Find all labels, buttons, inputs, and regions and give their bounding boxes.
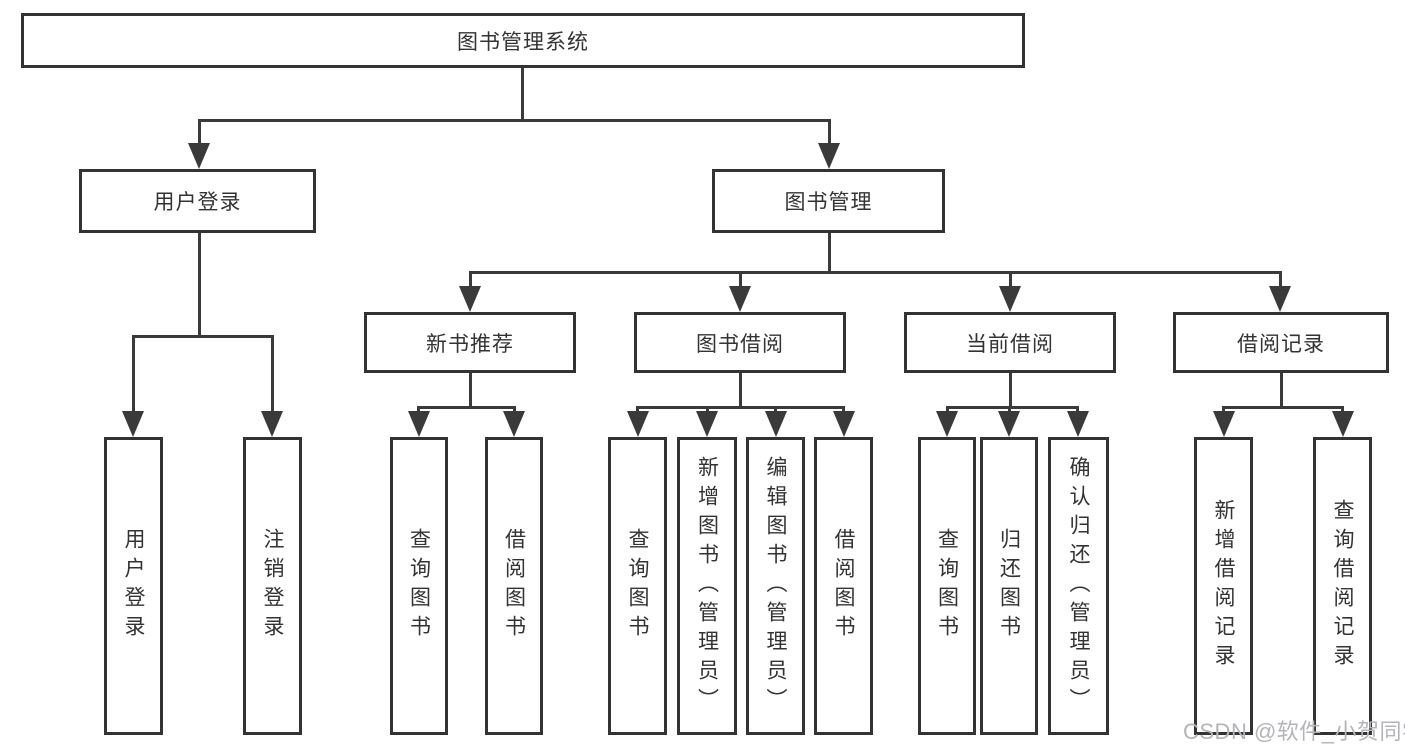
- arrow-down-icon: [765, 411, 787, 437]
- node-user-login: 用户登录: [79, 169, 316, 233]
- leaf-label: 借阅图书: [832, 528, 855, 644]
- arrow-down-icon: [729, 286, 751, 312]
- node-book-management: 图书管理: [712, 169, 945, 233]
- connector-to-leaf: [271, 335, 274, 411]
- arrow-down-icon: [1067, 411, 1089, 437]
- connector-to-leaf: [1008, 406, 1011, 414]
- leaf-return-book: 归还图书: [980, 437, 1038, 735]
- csdn-watermark: CSDN @软件_小贺同学: [1183, 719, 1405, 744]
- leaf-label: 注销登录: [261, 528, 284, 644]
- leaf-borrow-book: 借阅图书: [814, 437, 873, 735]
- leaf-label: 编辑图书（管理员）: [764, 455, 787, 717]
- leaf-label: 借阅图书: [502, 528, 526, 644]
- node-current-borrow: 当前借阅: [904, 312, 1116, 373]
- connector-user-rail: [132, 335, 273, 338]
- connector-to-leaf: [774, 406, 777, 414]
- leaf-edit-book-admin: 编辑图书（管理员）: [746, 437, 805, 735]
- connector-to-group: [1009, 271, 1012, 288]
- connector-user-drop: [198, 233, 201, 335]
- leaf-query-book-current: 查询图书: [918, 437, 976, 735]
- leaf-query-book-borrow: 查询图书: [608, 437, 667, 735]
- connector-level1-rail: [198, 119, 831, 122]
- node-label: 新书推荐: [426, 332, 514, 356]
- connector-to-leaf: [842, 406, 845, 414]
- node-library-system: 图书管理系统: [21, 13, 1025, 68]
- arrow-down-icon: [1269, 286, 1291, 312]
- connector-group-drop: [1009, 373, 1012, 406]
- leaf-label: 用户登录: [122, 528, 145, 644]
- connector-to-leaf: [1222, 406, 1225, 414]
- node-label: 图书管理系统: [457, 30, 589, 54]
- node-label: 当前借阅: [966, 332, 1054, 356]
- leaf-logout: 注销登录: [243, 437, 302, 735]
- node-label: 用户登录: [153, 191, 242, 214]
- connector-to-leaf: [1341, 406, 1344, 414]
- connector-root-drop: [521, 68, 524, 119]
- node-label: 借阅记录: [1237, 332, 1325, 356]
- node-label: 图书管理: [784, 191, 873, 214]
- arrow-down-icon: [1213, 411, 1235, 437]
- arrow-down-icon: [261, 411, 283, 437]
- arrow-down-icon: [1332, 411, 1354, 437]
- node-label: 图书借阅: [696, 332, 784, 356]
- arrow-down-icon: [833, 411, 855, 437]
- leaf-label: 查询图书: [935, 528, 959, 644]
- arrow-down-icon: [696, 411, 718, 437]
- connector-group-rail: [636, 406, 844, 409]
- leaf-user-login: 用户登录: [104, 437, 163, 735]
- arrow-down-icon: [627, 411, 649, 437]
- connector-to-leaf: [636, 406, 639, 414]
- connector-to-leaf: [1076, 406, 1079, 414]
- connector-to-book-mgmt: [828, 119, 831, 145]
- connector-group-rail: [417, 406, 515, 409]
- node-book-borrow: 图书借阅: [634, 312, 846, 373]
- connector-book-drop: [828, 233, 831, 271]
- connector-group-drop: [739, 373, 742, 406]
- arrow-down-icon: [122, 411, 144, 437]
- leaf-label: 归还图书: [997, 528, 1021, 644]
- arrow-down-icon: [998, 411, 1020, 437]
- connector-group-rail: [946, 406, 1079, 409]
- arrow-down-icon: [188, 143, 210, 169]
- connector-to-group: [1279, 271, 1282, 288]
- connector-to-leaf: [706, 406, 709, 414]
- connector-to-leaf: [513, 406, 516, 414]
- connector-group-drop: [1280, 373, 1283, 406]
- leaf-add-book-admin: 新增图书（管理员）: [677, 437, 737, 735]
- arrow-down-icon: [999, 286, 1021, 312]
- leaf-query-book-recommend: 查询图书: [390, 437, 448, 735]
- arrow-down-icon: [503, 411, 525, 437]
- node-borrow-record: 借阅记录: [1173, 312, 1389, 373]
- connector-group-drop: [469, 373, 472, 406]
- leaf-label: 查询图书: [407, 528, 431, 644]
- leaf-label: 确认归还（管理员）: [1067, 455, 1090, 717]
- arrow-down-icon: [818, 143, 840, 169]
- connector-to-group: [469, 271, 472, 288]
- connector-level3-rail: [469, 271, 1281, 274]
- connector-to-leaf: [417, 406, 420, 414]
- leaf-confirm-return-admin: 确认归还（管理员）: [1048, 437, 1109, 735]
- leaf-label: 查询图书: [626, 528, 649, 644]
- connector-to-leaf: [132, 335, 135, 411]
- leaf-add-borrow-record: 新增借阅记录: [1194, 437, 1253, 735]
- leaf-borrow-book-recommend: 借阅图书: [485, 437, 543, 735]
- connector-to-user-login: [198, 119, 201, 145]
- connector-to-group: [739, 271, 742, 288]
- connector-group-rail: [1222, 406, 1343, 409]
- arrow-down-icon: [459, 286, 481, 312]
- leaf-label: 新增借阅记录: [1212, 499, 1235, 673]
- connector-to-leaf: [946, 406, 949, 414]
- leaf-label: 查询借阅记录: [1331, 499, 1354, 673]
- arrow-down-icon: [408, 411, 430, 437]
- leaf-label: 新增图书（管理员）: [695, 455, 719, 717]
- leaf-query-borrow-record: 查询借阅记录: [1313, 437, 1372, 735]
- node-new-book-recommend: 新书推荐: [364, 312, 576, 373]
- arrow-down-icon: [936, 411, 958, 437]
